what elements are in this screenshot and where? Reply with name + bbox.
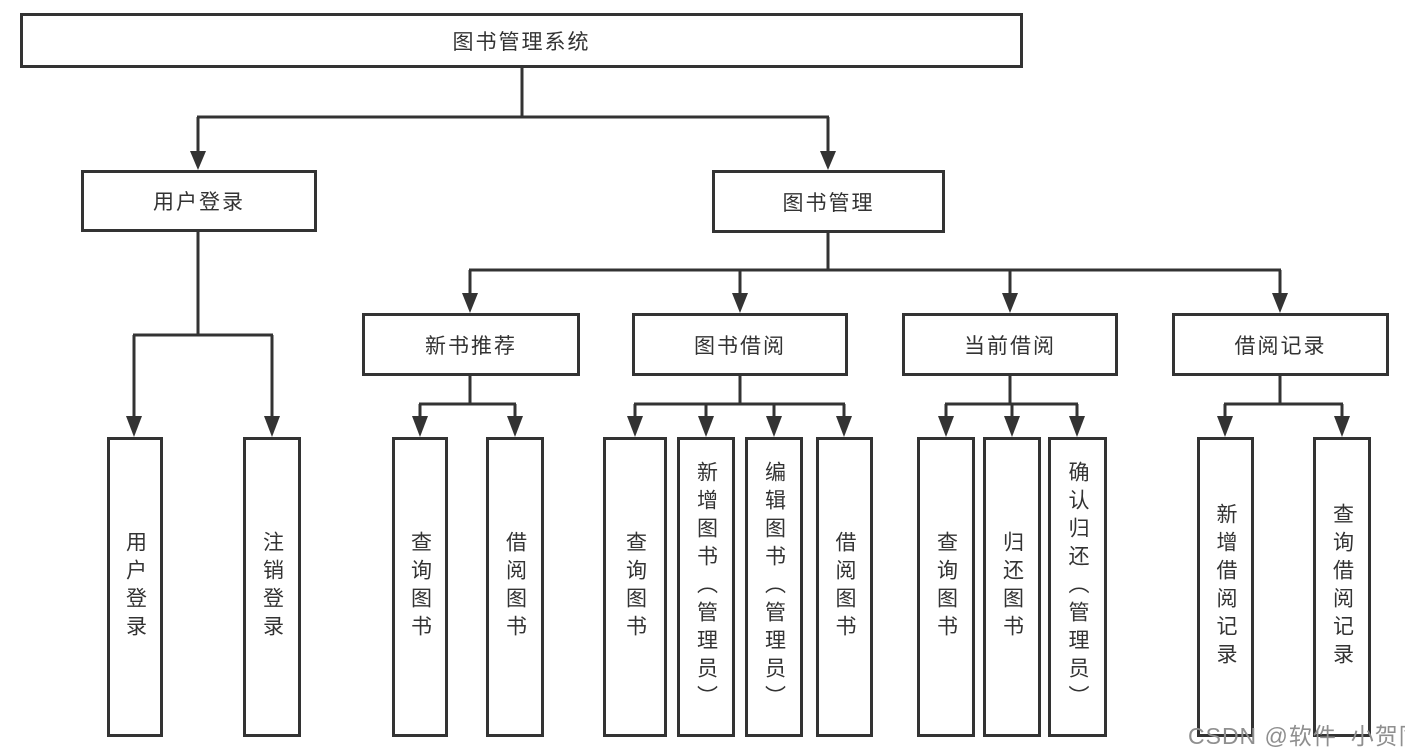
- leaf-return-books: 归还图书: [983, 437, 1041, 737]
- tree-edges: [132, 68, 1344, 422]
- arrowheads: [126, 151, 1350, 437]
- node-user-login: 用户登录: [81, 170, 317, 232]
- leaf-query-books-3: 查询图书: [917, 437, 975, 737]
- leaf-confirm-return-admin: 确认归还（管理员）: [1048, 437, 1107, 737]
- leaf-query-books-2: 查询图书: [603, 437, 667, 737]
- leaf-edit-books-admin: 编辑图书（管理员）: [745, 437, 803, 737]
- node-root: 图书管理系统: [20, 13, 1023, 68]
- csdn-watermark: CSDN @软件_小贺同学: [1188, 723, 1405, 747]
- leaf-add-borrow-record: 新增借阅记录: [1197, 437, 1254, 737]
- node-new-book-recommend: 新书推荐: [362, 313, 580, 376]
- leaf-user-login: 用户登录: [107, 437, 163, 737]
- leaf-borrow-books-1: 借阅图书: [486, 437, 544, 737]
- leaf-query-borrow-record: 查询借阅记录: [1313, 437, 1371, 737]
- leaf-logout: 注销登录: [243, 437, 301, 737]
- node-book-management: 图书管理: [712, 170, 945, 233]
- node-book-borrow: 图书借阅: [632, 313, 848, 376]
- node-current-borrow: 当前借阅: [902, 313, 1118, 376]
- leaf-add-books-admin: 新增图书（管理员）: [677, 437, 735, 737]
- node-borrow-records: 借阅记录: [1172, 313, 1389, 376]
- leaf-query-books-1: 查询图书: [392, 437, 448, 737]
- leaf-borrow-books-2: 借阅图书: [816, 437, 873, 737]
